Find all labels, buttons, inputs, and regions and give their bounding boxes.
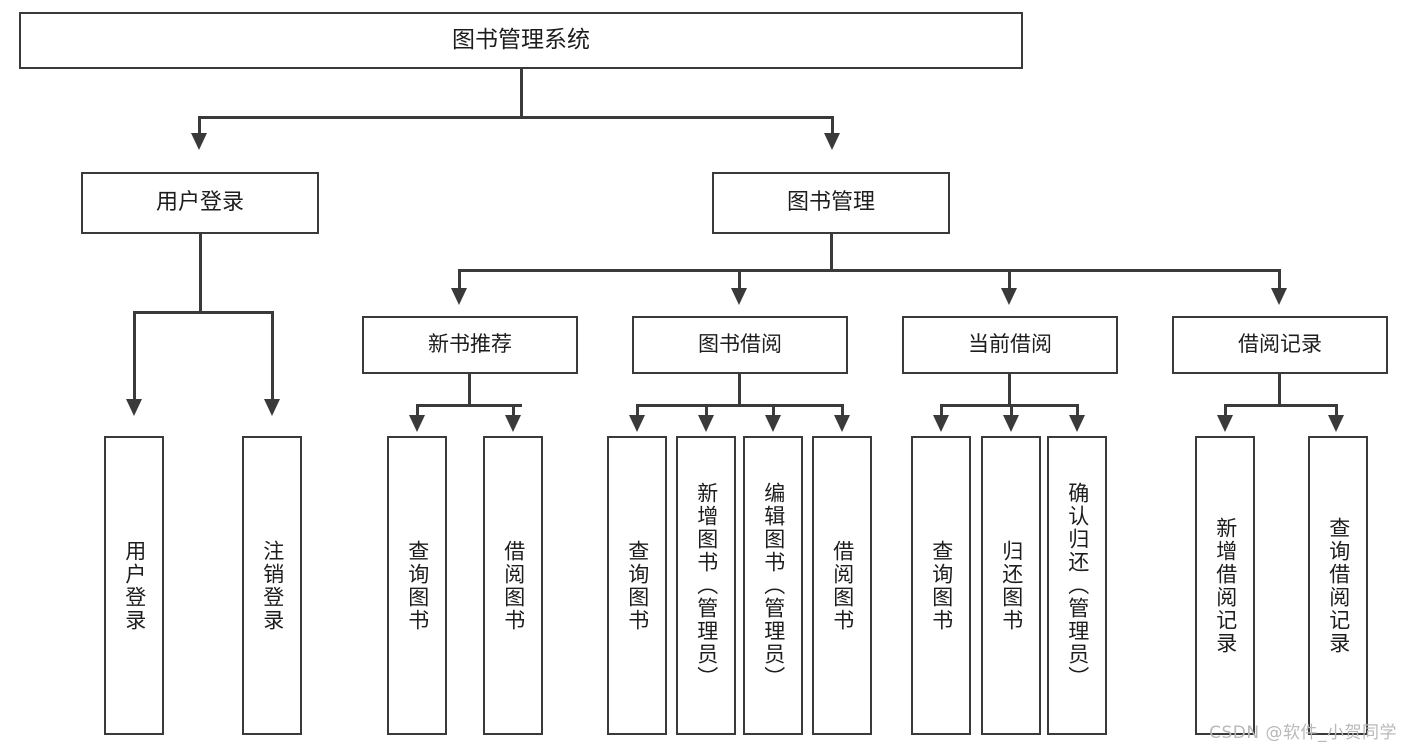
leaf-return-book[interactable]: 归还图书 [981, 436, 1041, 735]
connector-user-login-leaf1 [133, 311, 136, 401]
connector-bookborrow-leaf3 [772, 404, 775, 418]
node-label: 查询借阅记录 [1326, 516, 1351, 655]
node-label: 新增借阅记录 [1213, 516, 1238, 655]
leaf-add-record[interactable]: 新增借阅记录 [1195, 436, 1255, 735]
connector-currentborrow-leaf3 [1076, 404, 1079, 418]
leaf-query-record[interactable]: 查询借阅记录 [1308, 436, 1368, 735]
node-label: 当前借阅 [968, 332, 1052, 357]
connector-bm-to-record [1278, 269, 1281, 291]
node-label: 查询图书 [405, 539, 430, 632]
node-book-manage[interactable]: 图书管理 [712, 172, 950, 234]
connector-currentborrow-stem [1008, 374, 1011, 407]
connector-user-login-leaf2 [271, 311, 274, 401]
connector-currentborrow-leaf2 [1010, 404, 1013, 418]
arrow-icon-bm-to-record [1271, 288, 1287, 305]
watermark-credit: CSDN @软件_小贺同学 [1209, 723, 1397, 743]
connector-borrowrecord-leaf2 [1335, 404, 1338, 418]
leaf-user-login[interactable]: 用户登录 [104, 436, 164, 735]
node-new-book-recommend[interactable]: 新书推荐 [362, 316, 578, 374]
node-label: 编辑图书（管理员） [761, 482, 786, 689]
connector-user-login-bar [134, 311, 274, 314]
node-label: 归还图书 [999, 539, 1024, 632]
node-current-borrow[interactable]: 当前借阅 [902, 316, 1118, 374]
node-label: 新书推荐 [428, 332, 512, 357]
arrow-icon-newbook-leaf1 [409, 415, 425, 432]
connector-bm-to-borrow [738, 269, 741, 291]
connector-bm-to-current [1008, 269, 1011, 291]
arrow-icon-borrowrecord-leaf2 [1328, 415, 1344, 432]
arrow-icon-currentborrow-leaf3 [1069, 415, 1085, 432]
node-label: 注销登录 [260, 539, 285, 632]
arrow-icon-currentborrow-leaf2 [1003, 415, 1019, 432]
connector-borrowrecord-stem [1278, 374, 1281, 407]
node-label: 图书管理 [786, 189, 875, 215]
arrow-icon-bookborrow-leaf2 [698, 415, 714, 432]
connector-root-bar [198, 116, 834, 119]
arrow-icon-bm-to-borrow [731, 288, 747, 305]
connector-bookborrow-leaf1 [636, 404, 639, 418]
connector-root-to-user-login [198, 116, 201, 136]
connector-newbook-leaf2 [512, 404, 515, 418]
connector-root-stem [520, 69, 523, 116]
node-label: 图书借阅 [698, 332, 782, 357]
arrow-icon-bm-to-current [1001, 288, 1017, 305]
connector-currentborrow-leaf1 [940, 404, 943, 418]
node-root-system[interactable]: 图书管理系统 [19, 12, 1023, 69]
node-label: 用户登录 [122, 539, 147, 632]
leaf-add-book[interactable]: 新增图书（管理员） [676, 436, 736, 735]
arrow-icon-user-login-leaf2 [264, 399, 280, 416]
leaf-query-book-1[interactable]: 查询图书 [387, 436, 447, 735]
connector-newbook-leaf1 [416, 404, 419, 418]
arrow-icon-user-login-leaf1 [126, 399, 142, 416]
leaf-user-logout[interactable]: 注销登录 [242, 436, 302, 735]
arrow-icon-bookborrow-leaf1 [629, 415, 645, 432]
connector-bookborrow-leaf2 [705, 404, 708, 418]
connector-borrowrecord-leaf1 [1224, 404, 1227, 418]
connector-bm-to-newbook [458, 269, 461, 291]
arrow-icon-borrowrecord-leaf1 [1217, 415, 1233, 432]
node-book-borrow[interactable]: 图书借阅 [632, 316, 848, 374]
connector-root-to-book-manage [831, 116, 834, 136]
connector-book-manage-bar [458, 269, 1281, 272]
leaf-borrow-book-2[interactable]: 借阅图书 [812, 436, 872, 735]
node-label: 图书管理系统 [452, 26, 590, 53]
node-label: 用户登录 [155, 189, 244, 215]
arrow-icon-bm-to-newbook [451, 288, 467, 305]
connector-bookborrow-stem [738, 374, 741, 407]
connector-user-login-stem [199, 234, 202, 314]
arrow-icon-bookborrow-leaf4 [834, 415, 850, 432]
node-label: 借阅记录 [1238, 332, 1322, 357]
leaf-query-book-3[interactable]: 查询图书 [911, 436, 971, 735]
node-borrow-record[interactable]: 借阅记录 [1172, 316, 1388, 374]
arrow-icon-currentborrow-leaf1 [933, 415, 949, 432]
node-user-login[interactable]: 用户登录 [81, 172, 319, 234]
connector-currentborrow-bar [941, 404, 1078, 407]
node-label: 借阅图书 [501, 539, 526, 632]
leaf-borrow-book-1[interactable]: 借阅图书 [483, 436, 543, 735]
connector-newbook-bar [417, 404, 522, 407]
connector-bookborrow-leaf4 [841, 404, 844, 418]
node-label: 确认归还（管理员） [1065, 482, 1090, 689]
leaf-query-book-2[interactable]: 查询图书 [607, 436, 667, 735]
connector-borrowrecord-bar [1225, 404, 1337, 407]
arrow-icon-root-to-user-login [191, 133, 207, 150]
leaf-confirm-return[interactable]: 确认归还（管理员） [1047, 436, 1107, 735]
arrow-icon-newbook-leaf2 [505, 415, 521, 432]
arrow-icon-root-to-book-manage [824, 133, 840, 150]
node-label: 查询图书 [929, 539, 954, 632]
node-label: 查询图书 [625, 539, 650, 632]
node-label: 借阅图书 [830, 539, 855, 632]
connector-bookborrow-bar [637, 404, 843, 407]
node-label: 新增图书（管理员） [694, 482, 719, 689]
connector-newbook-stem [468, 374, 471, 407]
leaf-edit-book[interactable]: 编辑图书（管理员） [743, 436, 803, 735]
connector-book-manage-stem [830, 234, 833, 272]
arrow-icon-bookborrow-leaf3 [765, 415, 781, 432]
